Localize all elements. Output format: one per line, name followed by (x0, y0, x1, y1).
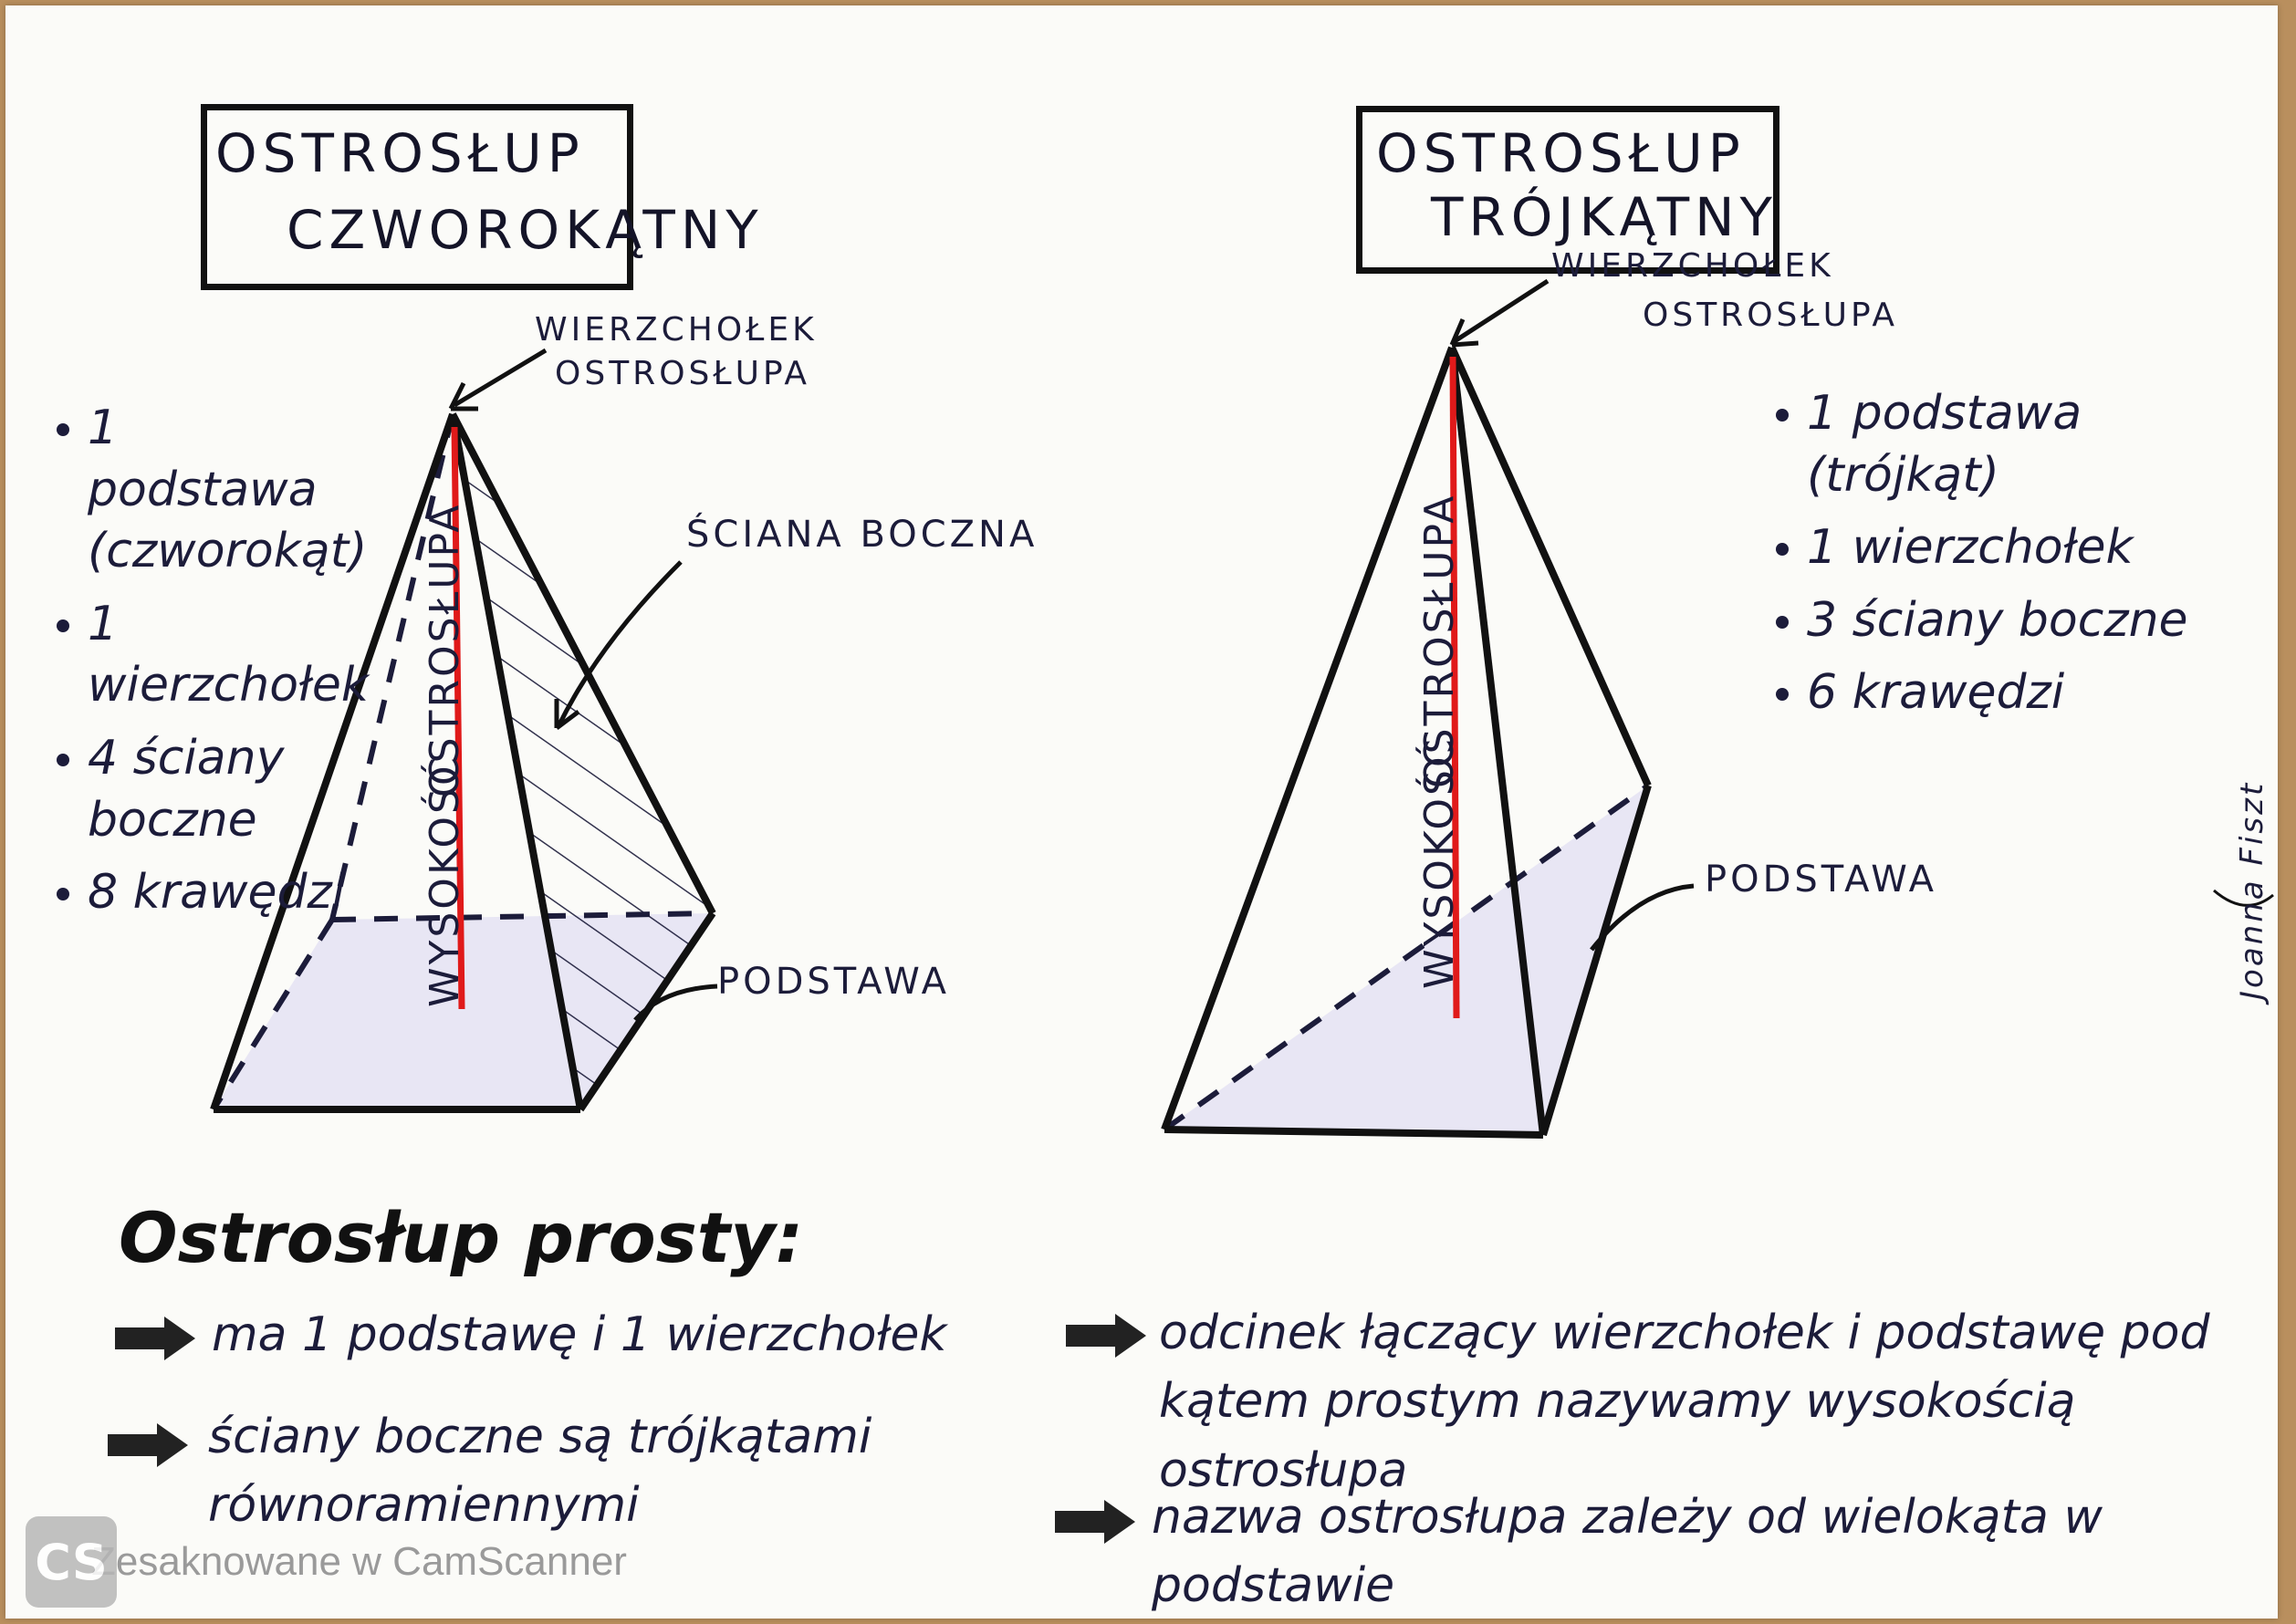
apex-pointer-arrow (453, 348, 548, 408)
apex-pointer-head (448, 381, 478, 411)
list-item: 6 krawędzi (1776, 662, 2250, 724)
edge (449, 413, 584, 1110)
title-square-line2: CZWOROKĄTNY (287, 199, 764, 261)
pyramid-drawings (210, 278, 2274, 1139)
label-apex-triangular-line2: OSTROSŁUPA (1643, 297, 1898, 334)
signature-flourish (2213, 889, 2274, 907)
label-apex-square-line2: OSTROSŁUPA (555, 355, 810, 392)
label-base-square: PODSTAWA (717, 961, 951, 1003)
edge (1448, 347, 1547, 1136)
edge (1448, 346, 1652, 787)
list-item: 4 ściany boczne (57, 728, 358, 851)
hidden-base-edge (211, 918, 335, 1111)
summary-point: odcinek łączący wierzchołek i podstawę p… (1159, 1306, 2210, 1498)
list-item: 1 wierzchołek (57, 594, 369, 717)
hidden-base-edge (1163, 783, 1650, 1132)
base-pointer-line (1590, 883, 1695, 952)
list-item: 3 ściany boczne (1776, 590, 2250, 652)
summary-point: nazwa ostrosłupa zależy od wielokąta w p… (1152, 1490, 2103, 1614)
camscanner-watermark: CS Zesaknowane w CamScanner (26, 1516, 627, 1608)
label-apex-square-line1: WIERZCHOŁEK (535, 311, 818, 349)
edge (1161, 346, 1456, 1131)
label-height-square-line2: OSTROSŁUPA (422, 502, 468, 797)
label-height-triangular-line2: OSTROSŁUPA (1416, 493, 1463, 788)
label-side-face: ŚCIANA BOCZNA (686, 514, 1038, 556)
hidden-edge (329, 413, 455, 921)
title-box-square (201, 104, 633, 290)
list-item: 1 podstawa (trójkąt) (1776, 383, 2250, 506)
apex-pointer-head (1449, 318, 1479, 348)
arrow-right-icon (1066, 1314, 1146, 1358)
hidden-base-edge (331, 911, 714, 922)
apex-pointer-arrow (1453, 278, 1550, 344)
arrow-right-icon (115, 1317, 195, 1360)
title-triangular-line1: OSTROSŁUP (1376, 122, 1746, 184)
base-edge (1539, 784, 1652, 1137)
signature: Joanna Fiszt (2234, 780, 2270, 1000)
edge (449, 412, 716, 915)
triangular-pyramid (1161, 278, 1695, 1139)
face-pointer-head (554, 699, 580, 730)
label-base-triangular: PODSTAWA (1705, 859, 1938, 900)
summary-point: ściany boczne są trójkątami równoramienn… (208, 1410, 872, 1534)
height-line (451, 426, 465, 1010)
list-item: 8 krawędzi (57, 862, 358, 924)
summary-heading: Ostrosłup prosty: (119, 1197, 804, 1278)
square-pyramid (210, 348, 718, 1113)
list-item: 1 wierzchołek (1776, 517, 2250, 579)
title-box-triangular (1356, 106, 1779, 274)
list-item: 1 podstawa (czworokąt) (57, 398, 367, 583)
side-face-hatched (453, 414, 713, 1109)
title-square-line1: OSTROSŁUP (215, 122, 585, 184)
arrow-right-icon (1055, 1500, 1135, 1544)
edge (210, 412, 456, 1111)
title-triangular-line2: TRÓJKĄTNY (1431, 186, 1778, 248)
base-pointer-line (633, 984, 718, 1022)
bullet-list-square: 1 podstawa (czworokąt) 1 wierzchołek 4 ś… (57, 398, 369, 935)
bullet-list-triangular: 1 podstawa (trójkąt) 1 wierzchołek 3 ści… (1776, 383, 2250, 735)
face-pointer-arrow (556, 560, 683, 728)
camscanner-logo-icon: CS (26, 1516, 117, 1608)
height-line (1449, 356, 1460, 1019)
summary-point: ma 1 podstawę i 1 wierzchołek (212, 1307, 947, 1362)
watermark-text: Zesaknowane w CamScanner (91, 1539, 627, 1584)
arrow-right-icon (108, 1423, 188, 1467)
base-edge (1164, 1126, 1544, 1139)
label-apex-triangular-line1: WIERZCHOŁEK (1551, 247, 1834, 285)
note-page: OSTROSŁUP CZWOROKĄTNY 1 podstawa (czworo… (5, 5, 2278, 1619)
